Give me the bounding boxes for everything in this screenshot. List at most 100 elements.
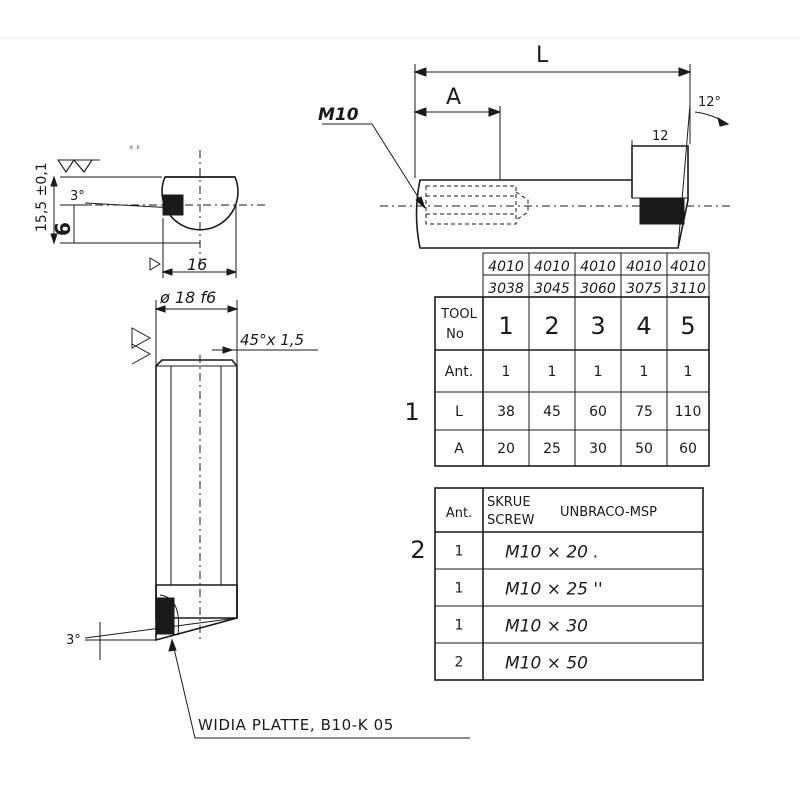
screw-table-spec: M10 × 30 — [505, 617, 588, 637]
part-number-top: 4010 — [626, 259, 662, 275]
dimension-L: L — [536, 43, 549, 68]
tool-table-cell: 1 — [684, 364, 693, 380]
side-view-angle-line-2 — [84, 617, 238, 639]
tool-table-cell: 1 — [548, 364, 557, 380]
arrowhead — [154, 305, 166, 313]
tool-number: 3 — [590, 312, 605, 340]
surface-finish-symbol — [131, 327, 152, 365]
part-number-bottom: 3110 — [670, 281, 706, 297]
tool-table-cell: 45 — [543, 404, 561, 420]
tool-table-marker: 1 — [404, 398, 419, 426]
side-view: ø 18 f6 45°x 1,5 3° WIDIA PLATTE, B10-K … — [66, 288, 470, 739]
screw-table-spec: M10 × 25 '' — [505, 580, 603, 600]
tool-table-cell: 25 — [543, 441, 561, 457]
tool-table-cell: 110 — [675, 404, 702, 420]
relief-angle-line — [677, 104, 691, 249]
tool-table-cell: 1 — [640, 364, 649, 380]
screw-table-spec: M10 × 50 — [505, 654, 588, 674]
arrowhead — [222, 346, 234, 354]
part-number-bottom: 3075 — [626, 281, 662, 297]
thread-leader-line — [322, 123, 426, 209]
arrowhead — [488, 107, 502, 117]
tool-table-cell: 38 — [497, 404, 515, 420]
part-number-bottom: 3060 — [580, 281, 616, 297]
part-number-top: 4010 — [534, 259, 570, 275]
screw-table-marker: 2 — [410, 536, 425, 564]
screw-table-frame — [434, 487, 704, 681]
arrowhead — [227, 305, 239, 313]
side-view-body — [155, 359, 238, 619]
part-number-top: 4010 — [488, 259, 524, 275]
front-view-insert — [162, 194, 184, 216]
screw-table-ant: 2 — [455, 655, 464, 671]
part-number-top: 4010 — [670, 259, 706, 275]
tool-table-cell: 20 — [497, 441, 515, 457]
tool-table-cell: 60 — [589, 404, 607, 420]
arrowhead — [50, 175, 58, 187]
surface-finish-symbol-small — [149, 257, 161, 271]
screw-table-ant: 1 — [455, 581, 464, 597]
part-number-bottom: 3045 — [534, 281, 570, 297]
arrowhead — [678, 67, 692, 77]
arrowhead — [717, 116, 730, 127]
arrowhead — [413, 107, 427, 117]
tool-table-header: TOOL — [440, 307, 477, 322]
screw-table-header-ant: Ant. — [446, 506, 472, 521]
tool-table-cell: 1 — [594, 364, 603, 380]
surface-finish-triangles — [57, 159, 93, 173]
tool-table-row-label: Ant. — [445, 364, 473, 380]
part-number-strip: 4010 3038 4010 3045 4010 3060 4010 3075 4010 3110 — [482, 252, 710, 298]
top-view-body — [415, 145, 689, 249]
insert-label: WIDIA PLATTE, B10-K 05 — [198, 716, 394, 734]
tool-table-header: No — [446, 327, 464, 342]
screw-table-ant: 1 — [455, 544, 464, 560]
tool-number: 1 — [498, 312, 513, 340]
relief-angle-label: 12° — [698, 95, 721, 110]
insert-curve — [159, 594, 180, 636]
hidden-screw-outline — [425, 185, 517, 225]
screw-table-ant: 1 — [455, 618, 464, 634]
tool-table-cell: 30 — [589, 441, 607, 457]
tool-number: 5 — [680, 312, 695, 340]
tool-table-cell: 1 — [502, 364, 511, 380]
front-view-lower-dimension: 6 — [51, 222, 75, 236]
hidden-screw-tip — [515, 191, 529, 221]
part-number-top: 4010 — [580, 259, 616, 275]
front-view-angle-line — [84, 202, 176, 209]
insert-leader-line — [171, 639, 470, 739]
tool-table-row-label: L — [455, 404, 463, 420]
screw-table-header-type: UNBRACO-MSP — [560, 505, 657, 520]
arrowhead — [168, 638, 177, 652]
tool-table-cell: 60 — [679, 441, 697, 457]
top-view: L A 12 12° M10 — [318, 43, 730, 249]
screw-table-spec: M10 × 20 . — [505, 543, 599, 563]
tool-table-cell: 50 — [635, 441, 653, 457]
dimension-12: 12 — [652, 129, 669, 144]
arrowhead — [226, 268, 238, 276]
arrowhead — [413, 67, 427, 77]
tool-number: 2 — [544, 312, 559, 340]
front-view: 15,5 ±0,1 6 3° 16 — [34, 150, 265, 278]
side-view-diameter-dimension: ø 18 f6 — [159, 288, 216, 307]
tool-table-row-label: A — [454, 441, 464, 457]
tool-number: 4 — [636, 312, 651, 340]
tool-table-cell: 75 — [635, 404, 653, 420]
dimension-A: A — [446, 85, 461, 110]
front-view-width-dimension: 16 — [187, 255, 207, 274]
thread-label: M10 — [318, 105, 359, 125]
arrowhead — [161, 268, 173, 276]
side-view-chamfer-dimension: 45°x 1,5 — [240, 331, 304, 349]
front-view-height-dimension: 15,5 ±0,1 — [34, 162, 50, 232]
front-view-angle-label: 3° — [70, 189, 85, 204]
tool-table-frame — [434, 296, 710, 467]
part-number-bottom: 3038 — [488, 281, 524, 297]
screw-table-header-screw: SCREW — [487, 513, 535, 528]
side-view-angle-label: 3° — [66, 633, 81, 648]
top-view-insert — [639, 197, 685, 225]
screw-table-header-skrue: SKRUE — [487, 495, 531, 510]
stray-mark: ᵏ ᵏ — [130, 145, 141, 155]
arrowhead — [415, 196, 426, 209]
